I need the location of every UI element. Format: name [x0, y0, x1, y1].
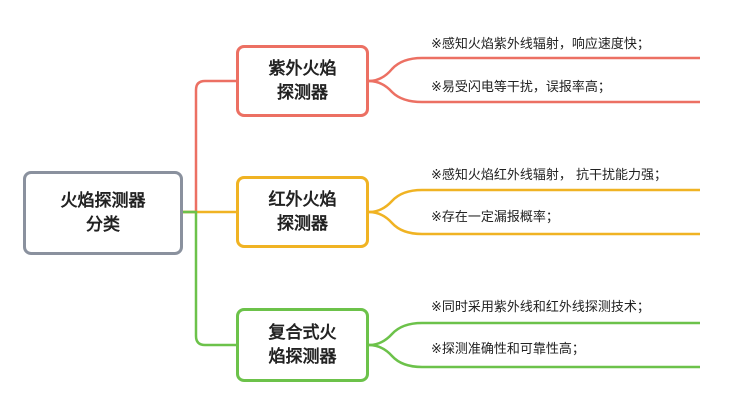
branch-label-line-2: 焰探测器	[268, 347, 337, 367]
branch-label-line-2: 探测器	[277, 83, 328, 103]
branch-label-line-1: 复合式火	[268, 323, 337, 343]
leaf-text-uv-1: ※感知火焰紫外线辐射，响应速度快；	[431, 37, 650, 52]
leaf-line-ir-1	[368, 188, 700, 214]
branch-node-composite[interactable]: 复合式火 焰探测器	[236, 308, 369, 382]
branch-node-uv[interactable]: 紫外火焰 探测器	[236, 45, 369, 117]
branch-label-line-2: 探测器	[277, 214, 328, 234]
leaf-line-uv-1	[368, 56, 700, 83]
leaf-line-composite-2	[368, 343, 700, 369]
branch-label-line-1: 紫外火焰	[268, 59, 337, 79]
leaf-text-composite-1: ※同时采用紫外线和红外线探测技术；	[431, 300, 650, 315]
leaf-line-uv-2	[368, 79, 700, 104]
root-label-line-1: 火焰探测器	[60, 191, 146, 211]
leaf-line-ir-2	[368, 210, 700, 236]
root-label-line-2: 分类	[86, 215, 120, 235]
leaf-text-uv-2: ※易受闪电等干扰，误报率高；	[431, 80, 611, 95]
connector-root-to-composite	[183, 210, 236, 347]
leaf-text-ir-2: ※存在一定漏报概率；	[431, 210, 559, 225]
leaf-text-composite-2: ※探测准确性和可靠性高；	[431, 342, 585, 357]
branch-label-line-1: 红外火焰	[268, 190, 337, 210]
root-node[interactable]: 火焰探测器 分类	[23, 171, 183, 255]
branch-node-ir[interactable]: 红外火焰 探测器	[236, 176, 369, 248]
leaf-line-composite-1	[368, 321, 700, 347]
leaf-text-ir-1: ※感知火焰红外线辐射， 抗干扰能力强；	[431, 168, 668, 183]
connector-root-to-uv	[183, 79, 236, 214]
